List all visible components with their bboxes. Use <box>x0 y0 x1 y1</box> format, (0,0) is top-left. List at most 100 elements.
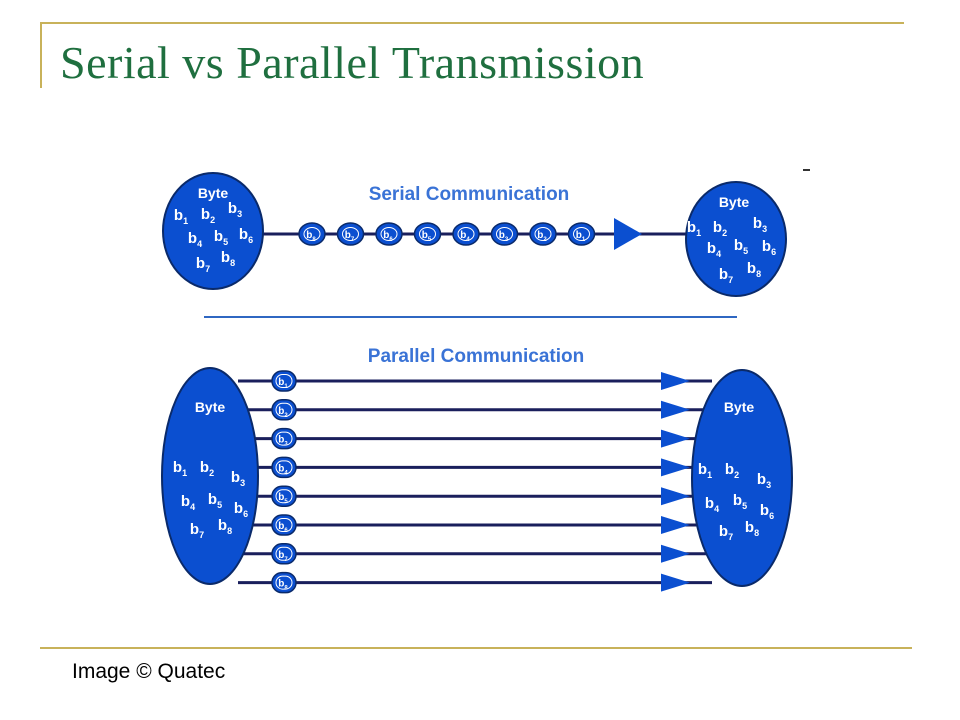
parallel-arrowhead <box>661 573 690 592</box>
frame-bottom-rule <box>40 647 912 649</box>
bit-label: b6 <box>234 500 248 519</box>
packet-ring <box>303 227 321 241</box>
packet-label: b4 <box>460 230 470 243</box>
packet-label: b2 <box>537 230 547 243</box>
packet-ring <box>275 575 293 590</box>
serial-packet: b5 <box>413 222 442 246</box>
byte-label: Byte <box>724 399 755 415</box>
packet-label: b1 <box>278 377 288 390</box>
byte-label: Byte <box>198 185 229 201</box>
bit-label: b2 <box>713 219 727 238</box>
packet-shape <box>490 222 519 246</box>
byte-label: Byte <box>719 194 750 210</box>
packet-ring <box>496 227 513 241</box>
serial-sender-node: Byte b1 b2 b3 b4 b5 b6 b7 b8 <box>162 172 264 290</box>
bit-label: b5 <box>734 237 748 256</box>
byte-node-shape <box>161 367 259 585</box>
packet-shape <box>567 222 596 246</box>
bit-label: b8 <box>747 260 761 279</box>
byte-node-shape <box>685 181 787 297</box>
bit-label: b5 <box>733 492 747 511</box>
parallel-lines: b1 b2 b3 b4 b5 b6 b7 b8 <box>238 370 712 594</box>
bit-label: b4 <box>707 240 721 259</box>
bit-label: b6 <box>762 238 776 257</box>
packet-label: b4 <box>278 463 288 476</box>
bit-label: b5 <box>208 491 222 510</box>
bit-label: b1 <box>174 207 188 226</box>
packet-label: b2 <box>278 406 288 419</box>
bit-label: b7 <box>190 521 204 540</box>
bit-label: b4 <box>188 230 202 249</box>
packet-shape <box>298 222 326 246</box>
parallel-arrowhead <box>661 429 690 448</box>
serial-arrowhead <box>614 218 642 250</box>
serial-packet: b7 <box>336 222 365 246</box>
parallel-channel: b3 <box>238 427 712 450</box>
serial-packet: b1 <box>567 222 596 246</box>
bit-label: b8 <box>745 519 759 538</box>
packet-ring <box>380 227 398 241</box>
packet-ring <box>275 431 293 446</box>
bit-label: b3 <box>753 215 767 234</box>
packet-label: b7 <box>345 230 355 243</box>
serial-packet: b8 <box>298 222 326 246</box>
serial-packet: b4 <box>452 222 480 246</box>
serial-packet: b2 <box>529 222 557 246</box>
bit-label: b2 <box>725 461 739 480</box>
bit-label: b6 <box>760 502 774 521</box>
packet-label: b5 <box>278 492 288 505</box>
packet-ring <box>275 374 293 388</box>
parallel-arrowhead <box>661 372 690 390</box>
packet-ring <box>419 227 436 241</box>
packet-label: b7 <box>278 550 288 563</box>
packet-ring <box>573 227 590 241</box>
parallel-channel: b4 <box>238 456 712 479</box>
byte-label: Byte <box>195 399 226 415</box>
frame-left-rule <box>40 22 42 88</box>
packet-label: b8 <box>278 579 288 592</box>
parallel-arrowhead <box>661 458 690 477</box>
bit-label: b7 <box>719 523 733 542</box>
bit-label: b8 <box>218 517 232 536</box>
packet-ring <box>342 227 359 241</box>
bit-label: b3 <box>228 200 242 219</box>
byte-node-shape <box>691 369 793 587</box>
packet-label: b1 <box>576 230 586 243</box>
parallel-arrowhead <box>661 487 690 506</box>
parallel-channel: b7 <box>238 543 712 565</box>
bit-label: b5 <box>214 228 228 247</box>
packet-ring <box>534 227 552 241</box>
parallel-arrowhead <box>661 400 690 419</box>
parallel-channel: b6 <box>238 514 712 536</box>
packet-shape <box>452 222 480 246</box>
bit-label: b2 <box>201 206 215 225</box>
parallel-arrowhead <box>661 516 690 534</box>
parallel-channel: b5 <box>238 485 712 507</box>
packet-label: b3 <box>278 435 288 448</box>
parallel-channel: b2 <box>238 399 712 421</box>
packet-ring <box>275 489 293 504</box>
packet-shape <box>529 222 557 246</box>
parallel-channel: b8 <box>238 571 712 594</box>
parallel-arrowhead <box>661 544 690 563</box>
packet-label: b3 <box>499 230 509 243</box>
bit-label: b2 <box>200 459 214 478</box>
packet-shape <box>375 222 403 246</box>
packet-label: b5 <box>422 230 432 243</box>
bit-label: b1 <box>687 219 701 238</box>
parallel-communication-title: Parallel Communication <box>368 346 584 367</box>
serial-packet: b3 <box>490 222 519 246</box>
bit-label: b7 <box>196 255 210 274</box>
bit-label: b4 <box>705 495 719 514</box>
slide-title: Serial vs Parallel Transmission <box>60 37 645 88</box>
parallel-channel: b1 <box>238 370 712 392</box>
bit-label: b6 <box>239 226 253 245</box>
bit-label: b4 <box>181 493 195 512</box>
serial-communication-title: Serial Communication <box>369 184 570 205</box>
bit-label: b1 <box>698 461 712 480</box>
bit-label: b8 <box>221 249 235 268</box>
